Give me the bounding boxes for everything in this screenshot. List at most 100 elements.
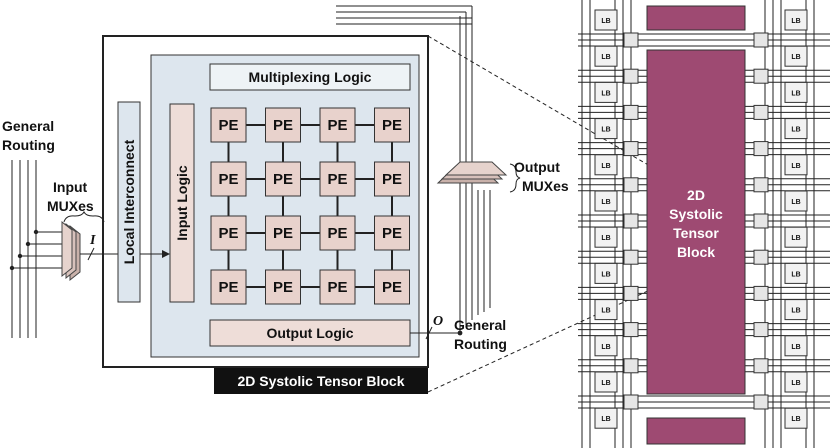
switch-box — [753, 104, 769, 120]
local-interconnect-label: Local Interconnect — [121, 139, 137, 264]
pe-cell — [265, 215, 301, 251]
input-mux-brace — [63, 210, 105, 223]
logic-block-label: LB — [791, 416, 800, 423]
tensor-block-label: 2D Systolic Tensor Block — [669, 187, 723, 260]
logic-block-label: LB — [791, 308, 800, 315]
logic-block-label: LB — [601, 18, 610, 25]
output-logic-label: Output Logic — [266, 325, 353, 341]
switch-box — [623, 104, 639, 120]
input-muxes-label-1: Input — [53, 179, 88, 195]
pe-cell — [265, 107, 301, 143]
tensor-block-label-1: 2D — [687, 187, 705, 203]
inner-block-area — [150, 54, 420, 358]
switch-box — [623, 358, 639, 374]
output-logic-box — [209, 319, 411, 347]
logic-block — [784, 335, 808, 357]
multiplexing-logic-label: Multiplexing Logic — [249, 69, 372, 85]
logic-block — [784, 81, 808, 103]
tensor-block-region — [646, 49, 746, 395]
pe-label: PE — [273, 171, 293, 188]
logic-block — [784, 154, 808, 176]
input-mux-stack — [61, 220, 81, 282]
pe-cell — [210, 161, 247, 197]
multiplexing-logic-box — [209, 63, 411, 91]
logic-block — [784, 45, 808, 67]
general-routing-out-label-1: General — [454, 317, 506, 333]
pe-label: PE — [273, 225, 293, 242]
logic-block-label: LB — [791, 163, 800, 170]
switch-box — [753, 68, 769, 84]
logic-block — [594, 371, 618, 393]
pe-label: PE — [382, 279, 402, 296]
switch-box — [753, 285, 769, 301]
logic-block-label: LB — [791, 90, 800, 97]
logic-block-label: LB — [791, 380, 800, 387]
output-mux-brace — [509, 163, 521, 193]
pe-label: PE — [273, 117, 293, 134]
switch-box — [623, 249, 639, 265]
switch-box — [623, 322, 639, 338]
input-signal-label: I — [89, 233, 96, 248]
logic-block-label: LB — [601, 416, 610, 423]
pe-label: PE — [218, 279, 238, 296]
switch-box — [623, 213, 639, 229]
logic-block-label: LB — [791, 271, 800, 278]
switch-box — [753, 322, 769, 338]
switch-box — [623, 394, 639, 410]
logic-block-label: LB — [601, 127, 610, 134]
pe-label: PE — [327, 171, 347, 188]
input-muxes-label-2: MUXes — [47, 198, 94, 214]
pe-cell — [319, 215, 356, 251]
general-routing-in-label-1: General — [2, 118, 54, 134]
logic-block — [594, 407, 618, 429]
tensor-block-label-2: Systolic — [669, 206, 723, 222]
logic-block-label: LB — [601, 308, 610, 315]
pe-cell — [374, 269, 410, 305]
logic-block — [594, 226, 618, 248]
pe-label: PE — [382, 225, 402, 242]
logic-block — [784, 118, 808, 140]
pe-label: PE — [218, 117, 238, 134]
logic-block — [784, 190, 808, 212]
logic-block — [594, 154, 618, 176]
logic-block-label: LB — [791, 127, 800, 134]
switch-box — [753, 394, 769, 410]
routing-junction-dots — [9, 229, 39, 271]
pe-cell — [210, 269, 247, 305]
logic-block-label: LB — [791, 235, 800, 242]
block-title-banner — [214, 368, 428, 394]
pe-cell — [319, 161, 356, 197]
switch-box — [623, 177, 639, 193]
switch-box — [753, 177, 769, 193]
logic-block-label: LB — [601, 90, 610, 97]
logic-block — [784, 226, 808, 248]
logic-block — [784, 407, 808, 429]
logic-block — [784, 9, 808, 31]
pe-cell — [319, 269, 356, 305]
output-signal-label: O — [433, 314, 443, 329]
pe-label: PE — [382, 117, 402, 134]
logic-block — [594, 118, 618, 140]
logic-block — [594, 262, 618, 284]
logic-block-label: LB — [791, 18, 800, 25]
logic-block — [784, 299, 808, 321]
logic-block-label: LB — [601, 54, 610, 61]
logic-block-label: LB — [791, 199, 800, 206]
general-routing-in-label-2: Routing — [2, 137, 55, 153]
switch-box — [753, 249, 769, 265]
logic-block — [784, 262, 808, 284]
switch-box — [623, 32, 639, 48]
logic-block — [594, 335, 618, 357]
logic-block-label: LB — [601, 380, 610, 387]
pe-cell — [210, 215, 247, 251]
pe-cell — [374, 161, 410, 197]
logic-block — [594, 81, 618, 103]
output-muxes-label-2: MUXes — [522, 178, 569, 194]
output-bus-slash — [425, 326, 433, 340]
switch-box — [753, 213, 769, 229]
input-logic-box — [169, 103, 195, 303]
switch-box — [753, 32, 769, 48]
logic-block — [784, 371, 808, 393]
pe-label: PE — [382, 171, 402, 188]
